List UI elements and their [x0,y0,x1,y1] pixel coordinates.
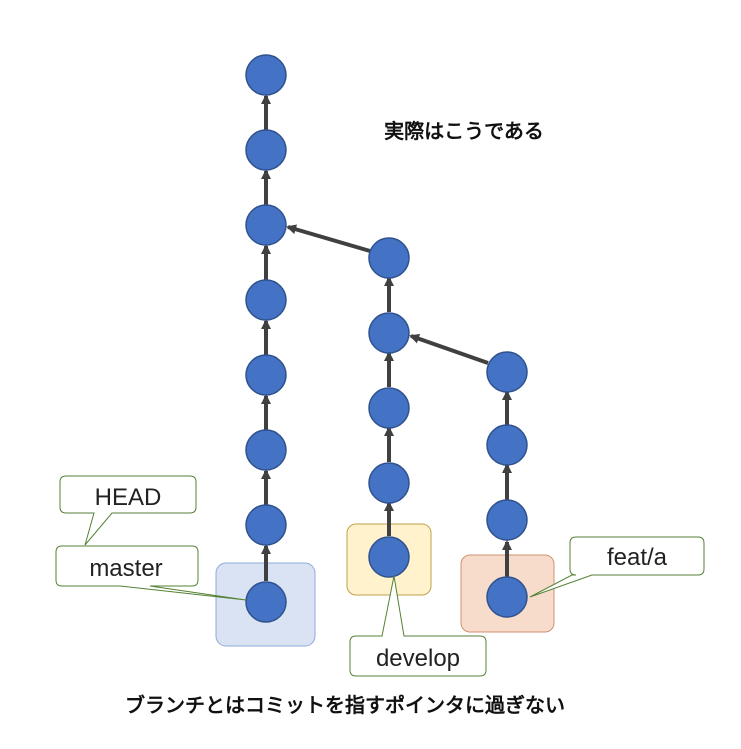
heading-text: 実際はこうである [384,119,544,143]
commit-node [245,279,287,321]
feat-callout [529,536,705,598]
commit-node [245,204,287,246]
edges [261,94,512,581]
commit-node [486,424,528,466]
commit-node [245,429,287,471]
commit-node [245,504,287,546]
head-callout [59,475,197,546]
commit-node [368,387,410,429]
master-label: master [89,555,162,582]
commit-node [368,237,410,279]
head-label: HEAD [95,484,162,511]
edge [409,333,489,365]
commit-node [486,499,528,541]
commits [245,54,528,623]
commit-node [245,354,287,396]
commit-node [245,54,287,96]
feat-label: feat/a [607,544,668,571]
commit-node [368,312,410,354]
commit-node-master [245,581,287,623]
develop-label: develop [376,645,460,672]
master-callout [55,545,247,601]
commit-node [368,462,410,504]
commit-node [486,351,528,393]
caption-text: ブランチとはコミットを指すポインタに過ぎない [125,693,565,717]
commit-node-develop [368,536,410,578]
commit-node [245,129,287,171]
edge [286,224,371,253]
commit-node-feat [486,576,528,618]
develop-callout [349,575,487,677]
